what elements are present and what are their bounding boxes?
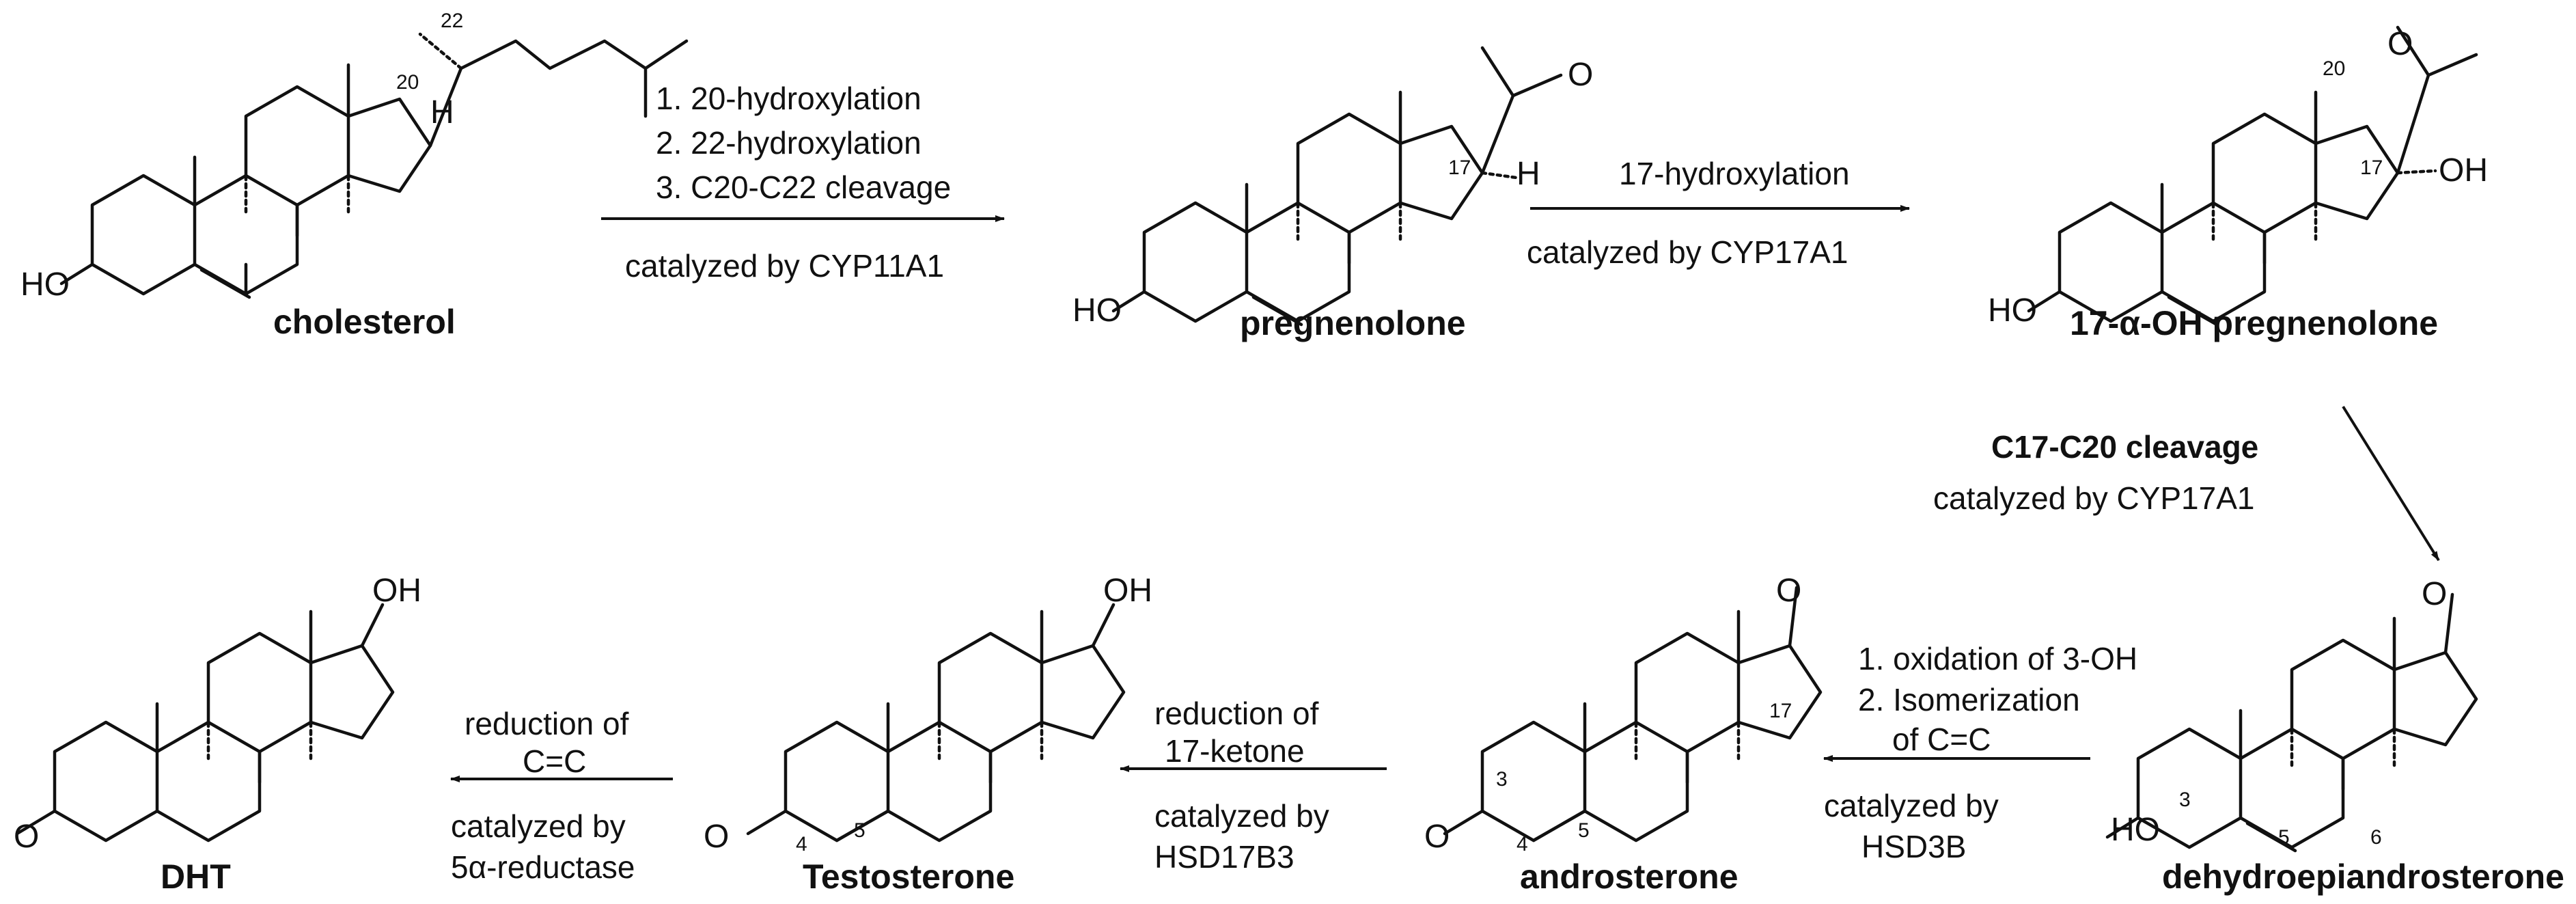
testosterone-o: O — [704, 819, 729, 855]
testosterone-c4: 4 — [796, 833, 807, 855]
hydroxy-pregnenolone-structure — [2027, 25, 2478, 327]
step4-line1: 1. oxidation of 3-OH — [1858, 641, 2137, 676]
androsterone-structure — [1443, 586, 1820, 843]
pregnenolone-label: pregnenolone — [1240, 304, 1466, 342]
hydroxy-pregnenolone-c17: 17 — [2360, 156, 2383, 179]
dhea-c5: 5 — [2278, 826, 2290, 849]
dhea-label: dehydroepiandrosterone — [2162, 858, 2564, 896]
step4-line2: 2. Isomerization — [1858, 682, 2080, 717]
step5-enzyme-line1: catalyzed by — [1154, 798, 1329, 834]
pregnenolone-c17: 17 — [1448, 156, 1471, 179]
step5-line1: reduction of — [1154, 696, 1319, 731]
hydroxy-pregnenolone-label: 17-α-OH pregnenolone — [2070, 304, 2438, 342]
dhea-o: O — [2422, 576, 2447, 612]
step4-enzyme-line1: catalyzed by — [1824, 788, 1999, 823]
hydroxy-pregnenolone-c20: 20 — [2323, 57, 2345, 80]
step1-line2: 2. 22-hydroxylation — [656, 125, 922, 161]
testosterone-c5: 5 — [854, 819, 865, 842]
testosterone-structure — [746, 603, 1124, 843]
androsterone-keto-o: O — [1424, 819, 1450, 855]
hydroxy-pregnenolone-o: O — [2387, 26, 2413, 62]
step5-enzyme-line2: HSD17B3 — [1154, 839, 1294, 875]
step1-line1: 1. 20-hydroxylation — [656, 81, 922, 116]
testosterone-label: Testosterone — [803, 858, 1014, 896]
androsterone-c17: 17 — [1769, 700, 1792, 722]
cholesterol-structure — [59, 32, 689, 299]
androsterone-c5: 5 — [1578, 819, 1590, 842]
dht-o: O — [14, 819, 39, 855]
dhea-ho: HO — [2111, 812, 2160, 848]
step6-line1: reduction of — [465, 706, 629, 741]
dht-label: DHT — [161, 858, 231, 896]
step6-enzyme-line2: 5α-reductase — [451, 849, 635, 885]
step1-enzyme: catalyzed by CYP11A1 — [625, 248, 944, 284]
pregnenolone-o: O — [1568, 57, 1593, 93]
step4-enzyme-line2: HSD3B — [1861, 829, 1966, 864]
step3-enzyme: catalyzed by CYP17A1 — [1933, 480, 2255, 516]
hydroxy-pregnenolone-ho: HO — [1988, 292, 2037, 329]
hydroxy-pregnenolone-oh: OH — [2439, 152, 2488, 189]
pregnenolone-ho: HO — [1072, 292, 1122, 329]
dht-structure — [15, 603, 393, 840]
step4-line3: of C=C — [1892, 722, 1991, 757]
pregnenolone-h: H — [1516, 156, 1540, 192]
step6-line2: C=C — [523, 743, 586, 779]
androsterone-c3: 3 — [1496, 768, 1508, 791]
arrow-step3 — [2342, 405, 2440, 562]
step1-line3: 3. C20-C22 cleavage — [656, 169, 951, 205]
step3-line1: C17-C20 cleavage — [1991, 429, 2258, 465]
dhea-structure — [2105, 592, 2476, 853]
dhea-c3: 3 — [2179, 789, 2191, 811]
step2-enzyme: catalyzed by CYP17A1 — [1527, 234, 1848, 270]
dht-oh: OH — [372, 573, 421, 609]
step5-line2: 17-ketone — [1165, 733, 1305, 769]
androsterone-o: O — [1776, 573, 1801, 609]
cholesterol-label: cholesterol — [273, 303, 456, 341]
step6-enzyme-line1: catalyzed by — [451, 808, 626, 844]
cholesterol-ho: HO — [20, 266, 70, 303]
cholesterol-c22: 22 — [441, 10, 463, 32]
testosterone-oh: OH — [1103, 573, 1152, 609]
step2-line1: 17-hydroxylation — [1619, 156, 1850, 191]
dhea-c6: 6 — [2370, 826, 2382, 849]
pregnenolone-structure — [1111, 46, 1563, 327]
cholesterol-c20: 20 — [396, 71, 419, 94]
cholesterol-h: H — [430, 94, 454, 131]
androsterone-c4: 4 — [1516, 833, 1528, 855]
androsterone-label: androsterone — [1520, 858, 1739, 896]
